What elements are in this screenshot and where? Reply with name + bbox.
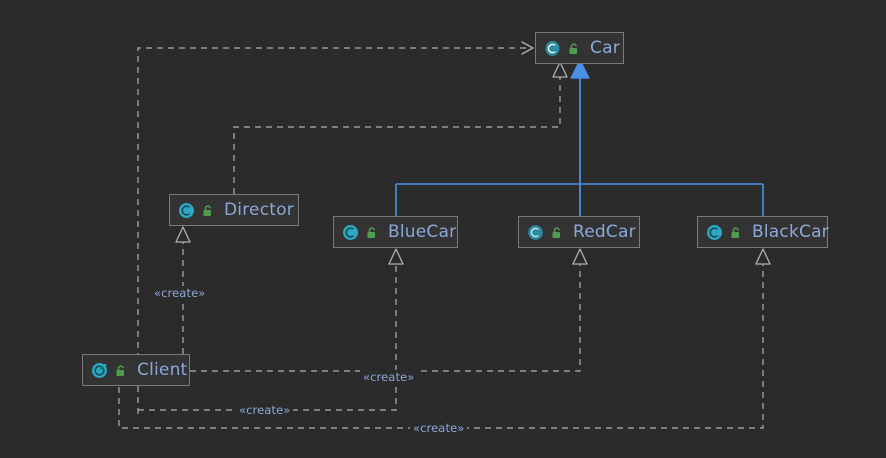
class-node-label: BlueCar (388, 222, 457, 242)
unlocked-padlock-icon (365, 225, 379, 239)
edge-client-to-redcar (190, 248, 588, 372)
class-icon (178, 202, 195, 219)
class-node-label: BlackCar (752, 222, 829, 242)
class-icon (544, 40, 561, 57)
class-node-label: RedCar (573, 222, 636, 242)
class-icon (342, 224, 359, 241)
edge-client-to-car (137, 41, 534, 414)
edge-client-to-bluecar (138, 248, 404, 411)
class-node-client[interactable]: Client (82, 354, 190, 386)
class-icon (527, 224, 544, 241)
class-node-label: Client (137, 360, 188, 380)
runnable-class-icon (91, 362, 108, 379)
class-node-director[interactable]: Director (169, 194, 299, 226)
edge-label-create-director: «create» (151, 286, 209, 300)
edge-client-to-blackcar (118, 248, 771, 429)
edge-label-create-bluecar: «create» (360, 370, 418, 384)
unlocked-padlock-icon (114, 363, 128, 377)
class-node-blackcar[interactable]: BlackCar (697, 216, 829, 248)
edge-label-create-redcar: «create» (236, 403, 294, 417)
class-node-label: Director (224, 200, 294, 220)
unlocked-padlock-icon (201, 203, 215, 217)
class-node-label: Car (590, 38, 620, 58)
class-node-bluecar[interactable]: BlueCar (333, 216, 458, 248)
class-icon (706, 224, 723, 241)
unlocked-padlock-icon (550, 225, 564, 239)
edge-director-to-car (233, 61, 568, 194)
unlocked-padlock-icon (729, 225, 743, 239)
edge-label-create-blackcar: «create» (410, 421, 468, 435)
unlocked-padlock-icon (567, 41, 581, 55)
class-node-redcar[interactable]: RedCar (518, 216, 640, 248)
class-node-car[interactable]: Car (535, 32, 624, 64)
edge-generalization-tree (395, 59, 764, 216)
